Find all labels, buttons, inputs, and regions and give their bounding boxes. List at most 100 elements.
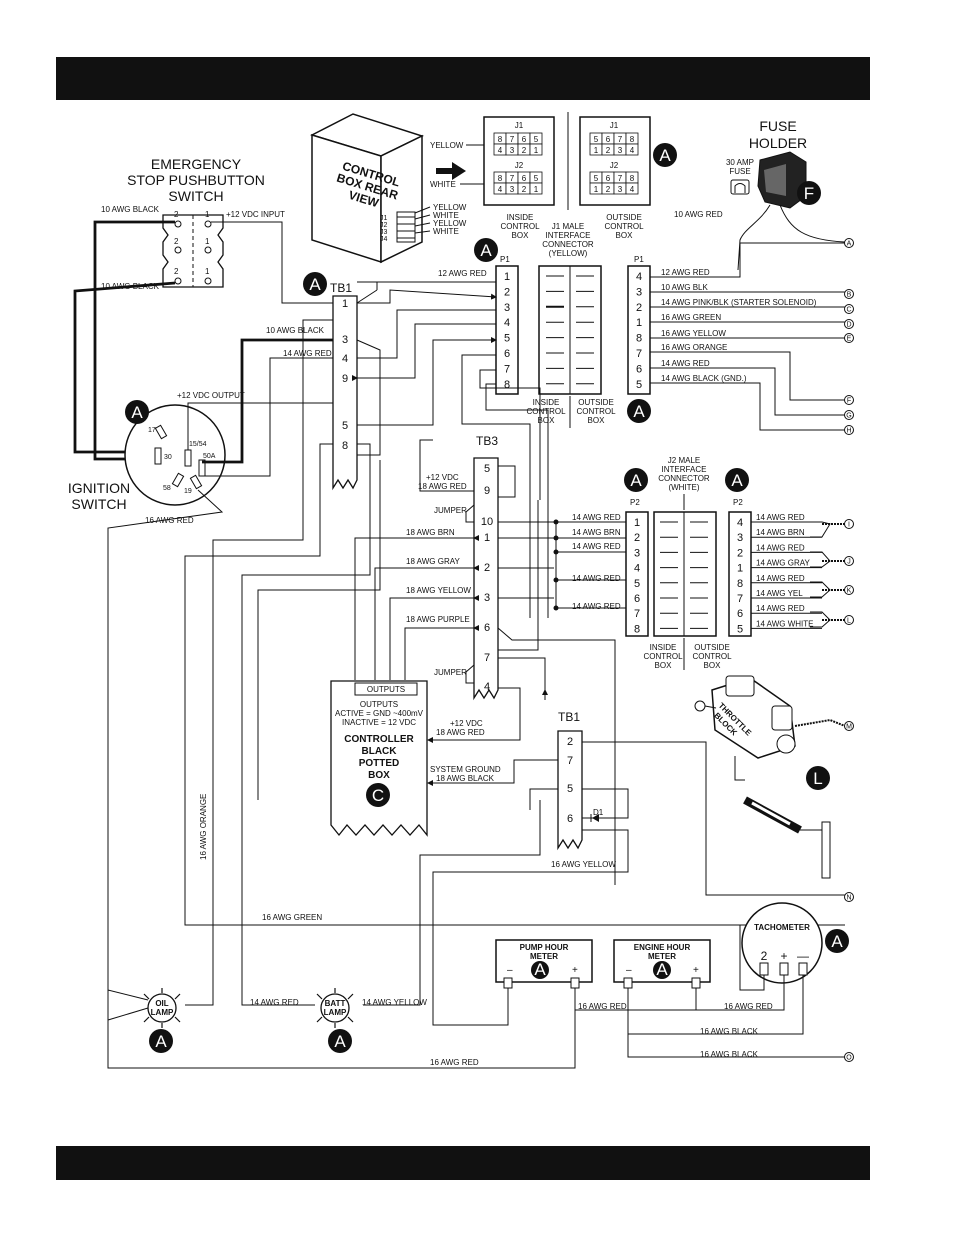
p2-out-wire-label: 14 AWG RED — [756, 543, 805, 552]
pin-number: 3 — [618, 146, 623, 155]
svg-text:CONTROL: CONTROL — [643, 652, 683, 661]
control-box-rear-view: CONTROL BOX REAR VIEW J1 J2 J3 J4 YELLOW… — [310, 113, 488, 264]
svg-text:+: + — [693, 965, 699, 976]
arrow-icon — [436, 162, 466, 180]
p2-out-wire-label: 14 AWG BRN — [756, 528, 805, 537]
controller-potted-box: OUTPUTS OUTPUTS ACTIVE = GND ~400mV INAC… — [330, 680, 501, 837]
terminal-circle — [844, 615, 854, 625]
svg-text:18 AWG RED: 18 AWG RED — [436, 728, 485, 737]
p1-inside-pin: 1 — [504, 271, 510, 283]
svg-text:1: 1 — [205, 267, 210, 276]
p2-out-wire-label: 14 AWG RED — [756, 574, 805, 583]
svg-text:16 AWG YELLOW: 16 AWG YELLOW — [551, 860, 616, 869]
callout-badge-a: A — [303, 272, 327, 296]
pin-number: 4 — [498, 146, 503, 155]
svg-text:EMERGENCY: EMERGENCY — [151, 156, 242, 172]
svg-text:LAMP: LAMP — [324, 1008, 347, 1017]
p1-inside-pin: 3 — [504, 302, 510, 314]
svg-text:J2: J2 — [610, 161, 619, 170]
svg-text:A: A — [630, 471, 642, 490]
svg-text:BOX: BOX — [588, 416, 606, 425]
svg-text:BOX: BOX — [655, 661, 673, 670]
terminal-letter: B — [847, 292, 852, 299]
svg-text:+12 VDC INPUT: +12 VDC INPUT — [226, 210, 285, 219]
p2-outside-pin: 8 — [737, 578, 743, 590]
svg-text:A: A — [731, 471, 743, 490]
svg-text:BOX: BOX — [368, 770, 390, 781]
svg-text:+12 VDC OUTPUT: +12 VDC OUTPUT — [177, 391, 245, 400]
svg-text:(YELLOW): (YELLOW) — [549, 249, 588, 258]
p1-outside-pin: 6 — [636, 363, 642, 375]
yellow-label: YELLOW — [430, 141, 464, 150]
svg-text:2: 2 — [761, 949, 768, 963]
svg-text:17: 17 — [148, 427, 156, 434]
pin-number: 1 — [594, 185, 599, 194]
pin-number: 1 — [594, 146, 599, 155]
callout-badge-a: A — [149, 1029, 173, 1053]
terminal-letter: O — [846, 1055, 852, 1062]
svg-text:A: A — [155, 1032, 167, 1051]
svg-text:INACTIVE = 12 VDC: INACTIVE = 12 VDC — [342, 718, 416, 727]
p2-inside-pin: 6 — [634, 593, 640, 605]
svg-text:PUMP HOUR: PUMP HOUR — [520, 943, 569, 952]
j-color-4: WHITE — [433, 227, 459, 236]
terminal-letter: E — [847, 336, 852, 343]
svg-text:1: 1 — [205, 210, 210, 219]
p2-connector: J2 MALE INTERFACE CONNECTOR (WHITE) P2 P… — [572, 456, 854, 670]
p2-out-wire-label: 14 AWG RED — [756, 604, 805, 613]
callout-badge-a: A — [328, 1029, 352, 1053]
terminal-letter: G — [846, 413, 851, 420]
svg-text:JUMPER: JUMPER — [434, 506, 467, 515]
svg-text:16 AWG RED: 16 AWG RED — [724, 1002, 773, 1011]
svg-text:15/54: 15/54 — [189, 441, 207, 448]
svg-text:14 AWG YELLOW: 14 AWG YELLOW — [362, 998, 427, 1007]
p2-inside-pin: 1 — [634, 517, 640, 529]
j-label-3: J3 — [380, 229, 388, 236]
tb3-terminal: 1 — [484, 532, 490, 544]
svg-text:+: + — [572, 965, 578, 976]
j-color-3: YELLOW — [433, 219, 467, 228]
svg-text:D1: D1 — [593, 808, 604, 817]
pin-number: 5 — [594, 174, 599, 183]
p2-outside-pin: 2 — [737, 547, 743, 559]
tb3-terminal: 6 — [484, 622, 490, 634]
p2-inside-pin: 3 — [634, 547, 640, 559]
p2-in-wire-label: 14 AWG BRN — [572, 528, 621, 537]
terminal-circle — [844, 556, 854, 566]
p2-in-wire-label: 14 AWG RED — [572, 574, 621, 583]
svg-text:JUMPER: JUMPER — [434, 668, 467, 677]
svg-text:12 AWG RED: 12 AWG RED — [438, 269, 487, 278]
svg-text:2: 2 — [174, 237, 179, 246]
p2-outside-pin: 6 — [737, 608, 743, 620]
tb1-terminal: 3 — [342, 334, 348, 346]
p1-output-wire — [650, 351, 845, 401]
tb1-terminal: 4 — [342, 353, 348, 365]
p2-outside-pin: 5 — [737, 623, 743, 635]
p2-inside-pin: 2 — [634, 532, 640, 544]
pin-number: 3 — [618, 185, 623, 194]
svg-text:A: A — [309, 275, 321, 294]
svg-text:IGNITION: IGNITION — [68, 480, 130, 496]
p2-out-wire-label: 14 AWG RED — [756, 513, 805, 522]
svg-text:2: 2 — [174, 210, 179, 219]
tb3-terminal: 3 — [484, 592, 490, 604]
pin-number: 3 — [510, 146, 515, 155]
callout-badge-a: A — [474, 238, 498, 262]
p2-outside-pin: 4 — [737, 517, 743, 529]
svg-text:TB1: TB1 — [558, 710, 580, 724]
p2-out-wire-label: 14 AWG GRAY — [756, 559, 810, 568]
svg-text:A: A — [633, 402, 645, 421]
svg-text:C: C — [372, 786, 384, 805]
callout-badge-a: A — [624, 468, 648, 492]
svg-text:BOX: BOX — [616, 231, 634, 240]
pin-number: 7 — [510, 135, 515, 144]
tb1-lower-terminal: 2 — [567, 736, 573, 748]
svg-text:–: – — [626, 965, 632, 976]
svg-text:CONNECTOR: CONNECTOR — [658, 474, 710, 483]
terminal-circle — [844, 519, 854, 529]
p2-inside-pin: 4 — [634, 563, 640, 575]
